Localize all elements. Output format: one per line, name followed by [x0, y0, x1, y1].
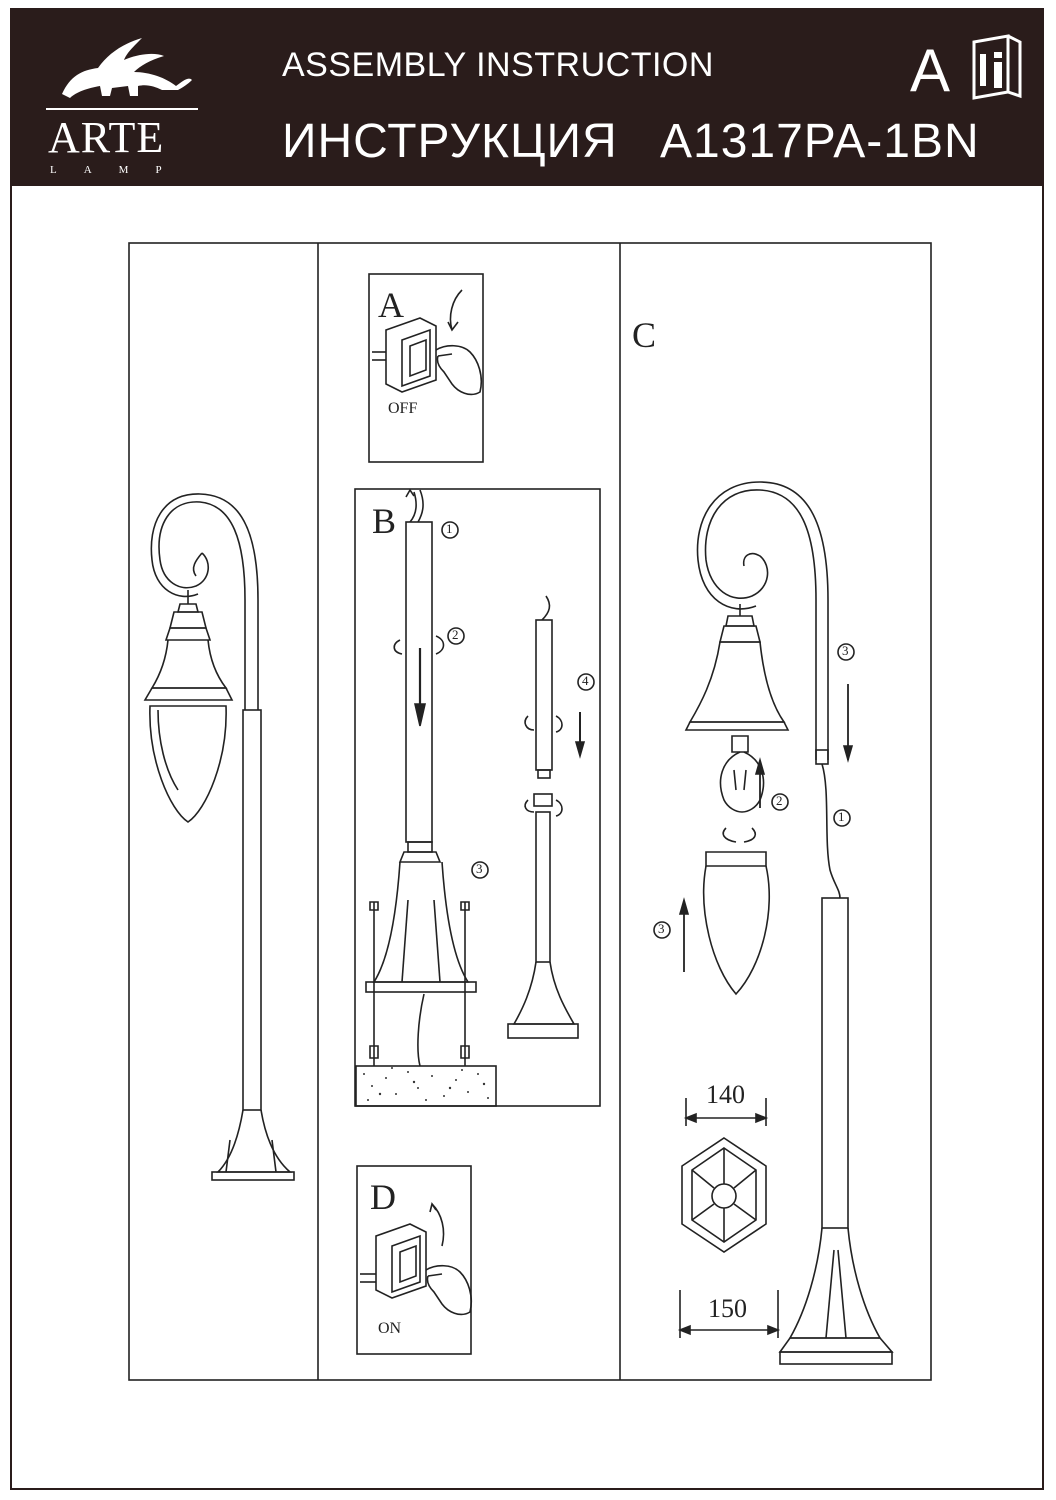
- page-frame: [10, 8, 1044, 1490]
- switch-on-label: ON: [378, 1320, 402, 1337]
- step-circle: [577, 673, 595, 691]
- hexagon-base-outline: [681, 1137, 767, 1253]
- step-d-box: [356, 1165, 472, 1355]
- section-letter: A: [910, 37, 951, 104]
- panel-c-label: C: [632, 315, 657, 355]
- step-b-box: [354, 488, 601, 1107]
- diagram-table-frame: [128, 242, 932, 1381]
- step-number: 3: [476, 861, 483, 876]
- manual-info-icon: [972, 34, 1022, 100]
- dimension-140: 140: [706, 1080, 745, 1109]
- dimension-150: 150: [708, 1294, 747, 1323]
- brand-name: ARTE: [48, 113, 165, 162]
- step-number: 3: [658, 921, 665, 936]
- step-circle: [441, 521, 459, 539]
- griffin-logo-icon: [62, 38, 192, 98]
- title-russian: ИНСТРУКЦИЯ: [282, 115, 618, 168]
- panel-d-label: D: [370, 1177, 396, 1217]
- step-number: 1: [838, 809, 845, 824]
- step-number: 2: [452, 627, 459, 642]
- step-a-box: [368, 273, 484, 463]
- lamp-assembly-drawing: [677, 481, 894, 1365]
- step-number: 3: [842, 643, 849, 658]
- panel-b-label: B: [372, 501, 397, 541]
- switch-on-drawing: [360, 1202, 473, 1316]
- header-banner: ARTE LAMP ASSEMBLY INSTRUCTION ИНСТРУКЦИ…: [12, 10, 1042, 186]
- model-number: A1317PA-1BN: [660, 115, 980, 168]
- panel-a-label: A: [378, 285, 404, 325]
- ground-concrete: [355, 1065, 497, 1107]
- ground-texture: [363, 1067, 489, 1101]
- switch-off-label: OFF: [388, 400, 418, 417]
- brand-logo: ARTE LAMP: [42, 24, 202, 176]
- step-circle: [471, 861, 489, 879]
- logo-divider: [46, 108, 198, 110]
- step-number: 1: [446, 521, 453, 536]
- title-english: ASSEMBLY INSTRUCTION: [282, 46, 714, 84]
- switch-off-drawing: [372, 289, 483, 396]
- pole-installation-drawing: [355, 488, 586, 1107]
- step-circle: [833, 809, 851, 827]
- step-circle: [447, 627, 465, 645]
- brand-subname: LAMP: [50, 164, 189, 176]
- step-number: 2: [776, 793, 783, 808]
- lamp-overview-drawing: [143, 493, 295, 1181]
- step-circle: [653, 921, 671, 939]
- step-circle: [837, 643, 855, 661]
- step-number: 4: [582, 673, 589, 688]
- step-circle: [771, 793, 789, 811]
